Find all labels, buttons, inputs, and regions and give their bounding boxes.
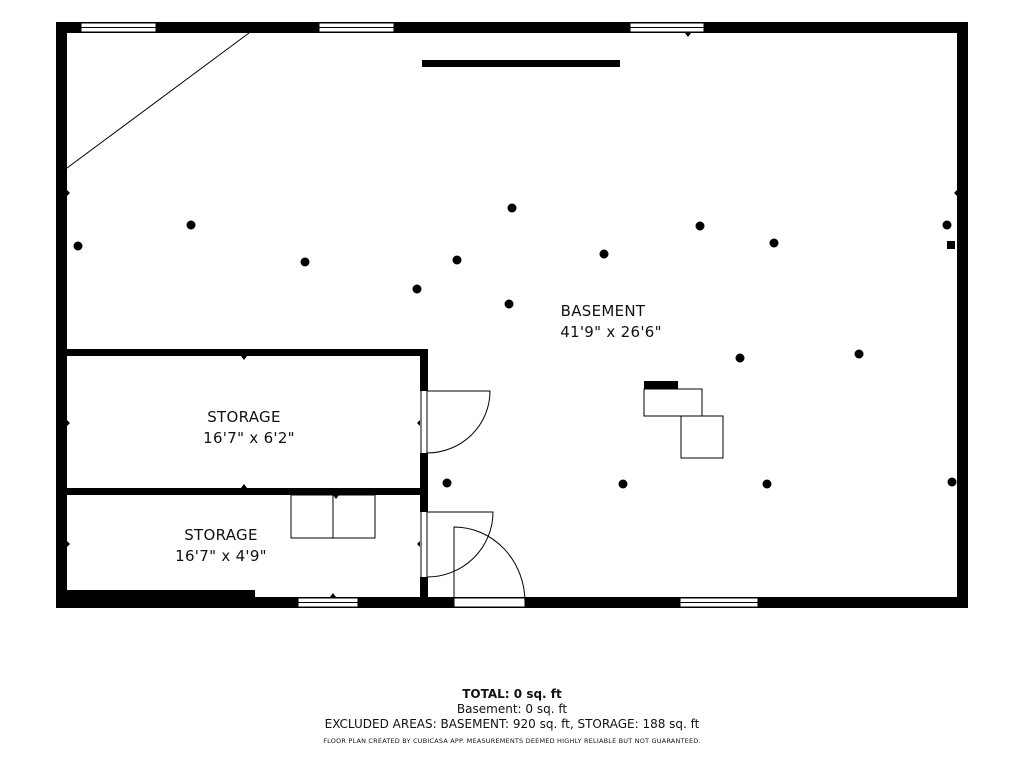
wall-right bbox=[957, 22, 968, 608]
wall-top bbox=[56, 22, 968, 33]
door-swing-bottom bbox=[453, 526, 526, 603]
storage-upper-name: STORAGE bbox=[207, 408, 281, 426]
storage-upper-dimensions: 16'7" x 6'2" bbox=[203, 429, 295, 447]
door-upper-gap bbox=[421, 391, 427, 453]
post bbox=[599, 249, 609, 259]
outer-walls bbox=[56, 22, 968, 608]
post bbox=[942, 220, 952, 230]
wall-storage-right-mid bbox=[420, 453, 428, 512]
wall-storage-right-lower bbox=[420, 577, 428, 608]
post bbox=[300, 257, 310, 267]
shelf-left bbox=[290, 494, 334, 539]
fixtures bbox=[290, 388, 724, 539]
wall-markers bbox=[67, 33, 957, 597]
wall-left bbox=[56, 22, 67, 608]
post bbox=[504, 299, 514, 309]
wall-storage-top bbox=[56, 349, 428, 356]
disclaimer: FLOOR PLAN CREATED BY CUBICASA APP. MEAS… bbox=[323, 737, 701, 745]
storage-lower-dimensions: 16'7" x 4'9" bbox=[175, 547, 267, 565]
wall-storage-right-upper bbox=[420, 349, 428, 391]
door-bottom-gap bbox=[453, 597, 526, 608]
box-stair-2 bbox=[680, 415, 724, 459]
beam bbox=[422, 60, 620, 67]
storage-lower-name: STORAGE bbox=[184, 526, 258, 544]
floor-plan: BASEMENT 41'9" x 26'6" STORAGE 16'7" x 6… bbox=[56, 22, 968, 608]
post bbox=[507, 203, 517, 213]
post bbox=[762, 479, 772, 489]
post bbox=[769, 238, 779, 248]
post bbox=[618, 479, 628, 489]
wall-storage-divider bbox=[56, 488, 428, 495]
post bbox=[854, 349, 864, 359]
wall-bottom-thick bbox=[56, 590, 255, 608]
area-summary: TOTAL: 0 sq. ft Basement: 0 sq. ft EXCLU… bbox=[0, 686, 1024, 745]
excluded-areas: EXCLUDED AREAS: BASEMENT: 920 sq. ft, ST… bbox=[324, 717, 700, 731]
windows bbox=[80, 22, 759, 608]
right-wall-marker bbox=[947, 241, 955, 249]
post bbox=[412, 284, 422, 294]
basement-name: BASEMENT bbox=[561, 302, 646, 320]
post bbox=[735, 353, 745, 363]
post bbox=[947, 477, 957, 487]
post bbox=[73, 241, 83, 251]
shelf-right bbox=[332, 494, 376, 539]
post bbox=[695, 221, 705, 231]
door-swing-upper bbox=[426, 390, 491, 454]
total-area: TOTAL: 0 sq. ft bbox=[462, 687, 562, 701]
post bbox=[186, 220, 196, 230]
basement-area: Basement: 0 sq. ft bbox=[456, 702, 568, 716]
post bbox=[452, 255, 462, 265]
small-wall-block bbox=[644, 381, 678, 389]
basement-dimensions: 41'9" x 26'6" bbox=[560, 323, 662, 341]
post bbox=[442, 478, 452, 488]
box-stair-1 bbox=[643, 388, 703, 417]
door-swing-lower bbox=[426, 511, 494, 578]
interior-walls bbox=[56, 60, 955, 608]
support-posts bbox=[73, 203, 957, 489]
diagonal-line bbox=[66, 32, 250, 169]
doors bbox=[420, 390, 526, 608]
door-lower-gap bbox=[421, 512, 427, 577]
